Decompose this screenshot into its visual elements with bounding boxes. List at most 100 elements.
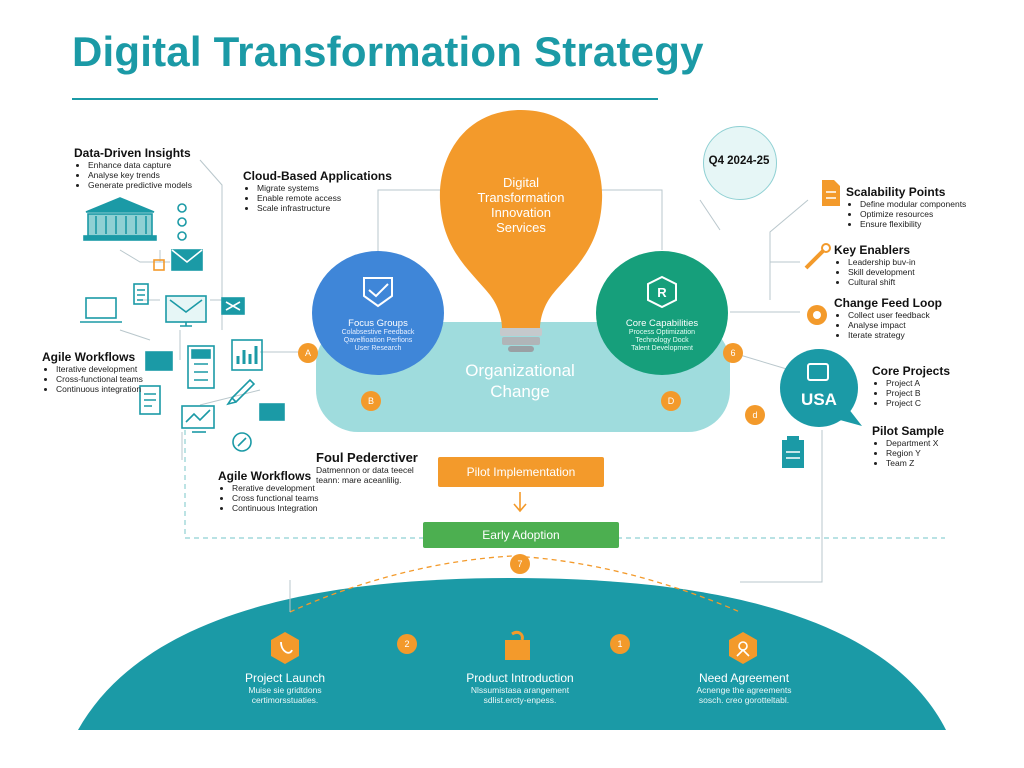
right-connectors	[377, 189, 823, 583]
tools-icon	[804, 243, 831, 270]
file-icon	[822, 180, 840, 206]
gear-tools-icon	[232, 432, 252, 452]
page-title: Digital Transformation Strategy	[72, 28, 704, 75]
core-cap-line-1: Process Optimization	[628, 329, 696, 336]
org-change-line-1: Organizational	[465, 361, 575, 380]
need-title: Need Agreement	[698, 671, 790, 685]
scalability-title: Scalability Points	[846, 185, 946, 199]
core-projects-item: Project C	[886, 398, 950, 408]
foul-title: Foul Pederctiver	[316, 450, 418, 465]
data-driven-block: Data-Driven Insights Enhance data captur…	[74, 146, 192, 190]
launch-line-1: Muise sie gridtdons	[248, 685, 322, 695]
agile-item-2: Cross functional teams	[232, 493, 318, 503]
badge-a: A	[298, 343, 318, 363]
need-agreement-block: Need Agreement Acnenge the agreements so…	[668, 671, 820, 705]
screen-x-icon	[221, 297, 245, 315]
enablers-title: Key Enablers	[834, 243, 911, 257]
bar-chart-icon	[231, 339, 263, 371]
key-enablers-block: Key Enablers Leadership buv-in Skill dev…	[834, 243, 916, 287]
monitor-mail-icon	[165, 295, 207, 327]
badge-seven: 7	[510, 554, 530, 574]
focus-line-3: User Research	[354, 345, 402, 352]
launch-line-2: certimorsstuaties.	[251, 695, 319, 705]
laptop-icon	[80, 297, 122, 323]
small-box-icon	[153, 259, 165, 271]
pilot-sample-item: Team Z	[886, 458, 944, 468]
badge-b: B	[361, 391, 381, 411]
org-change-label: Organizational Change	[440, 360, 600, 402]
scalability-item: Ensure flexibility	[860, 219, 966, 229]
bulb-line-1: Digital	[502, 175, 540, 190]
feedback-item: Iterate strategy	[848, 330, 942, 340]
cloud-block: Cloud-Based Applications Migrate systems…	[243, 169, 392, 213]
focus-groups-circle	[312, 251, 444, 375]
agile-item: Cross-functional teams	[56, 374, 143, 384]
q4-circle	[703, 126, 777, 200]
bottom-dashed-arc	[289, 555, 741, 613]
launch-title: Project Launch	[244, 671, 326, 685]
agreement-hex-icon	[729, 632, 757, 664]
need-line-1: Acnenge the agreements	[696, 685, 792, 695]
bulb-base-tip	[508, 346, 534, 352]
badge-d-lower: d	[745, 405, 765, 425]
cloud-title: Cloud-Based Applications	[243, 169, 392, 183]
dot-icon-1	[177, 203, 187, 213]
org-change-line-2: Change	[490, 382, 550, 401]
agile-item-2: Rerative development	[232, 483, 318, 493]
early-adoption-bar: Early Adoption	[423, 522, 619, 548]
open-mail-icon	[259, 403, 285, 421]
data-driven-title: Data-Driven Insights	[74, 146, 191, 160]
report-document-icon	[139, 385, 161, 415]
agile-item-2: Continuous Integration	[232, 503, 318, 513]
product-icon	[505, 630, 530, 660]
cloud-item: Scale infrastructure	[257, 203, 392, 213]
feedback-item: Collect user feedback	[848, 310, 942, 320]
lightbulb-shape	[439, 110, 603, 328]
calculator-icon	[187, 345, 215, 389]
flag-icon	[807, 363, 829, 381]
bulb-line-3: Innovation	[491, 205, 551, 220]
product-line-1: Nlssumistasa arangement	[470, 685, 570, 695]
title-underline	[72, 98, 658, 100]
pilot-sample-title: Pilot Sample	[872, 424, 945, 438]
monitor-chart-icon	[181, 405, 215, 433]
core-cap-line-3: Talent Development	[631, 345, 693, 352]
clipboard-icon	[782, 436, 804, 468]
core-cap-line-2: Technology Dock	[635, 337, 689, 344]
cloud-item: Enable remote access	[257, 193, 392, 203]
mail-icon-2	[145, 351, 173, 371]
core-projects-title: Core Projects	[872, 364, 951, 378]
focus-line-1: Colabsestive Feedback	[341, 329, 415, 336]
pilot-implementation-bar: Pilot Implementation	[438, 457, 604, 487]
core-cap-title: Core Capabilities	[625, 318, 699, 329]
data-driven-item: Generate predictive models	[88, 180, 192, 190]
bulb-base-ring-2	[502, 337, 540, 345]
badge-two: 2	[397, 634, 417, 654]
focus-groups-label: Focus Groups Colabsestive Feedback Qavel…	[322, 318, 434, 353]
agile-workflows-block: Agile Workflows Iterative development Cr…	[42, 350, 143, 394]
pilot-sample-item: Region Y	[886, 448, 944, 458]
product-title: Product Introduction	[466, 671, 574, 685]
pilot-sample-block: Pilot Sample Department X Region Y Team …	[872, 424, 944, 468]
data-driven-item: Analyse key trends	[88, 170, 192, 180]
rocket-icon	[226, 378, 256, 406]
enablers-item: Skill development	[848, 267, 916, 277]
focus-title: Focus Groups	[348, 318, 408, 329]
cloud-item: Migrate systems	[257, 183, 392, 193]
product-intro-block: Product Introduction Nlssumistasa arange…	[440, 671, 600, 705]
bank-building-icon	[83, 197, 157, 241]
core-projects-item: Project A	[886, 378, 950, 388]
badge-six: 6	[723, 343, 743, 363]
left-icon-cluster	[80, 197, 285, 452]
launch-hex-icon	[271, 632, 299, 664]
need-line-2: sosch. creo gorotteltabl.	[698, 695, 790, 705]
enablers-item: Leadership buv-in	[848, 257, 916, 267]
core-capabilities-label: Core Capabilities Process Optimization T…	[606, 318, 718, 353]
registered-badge-icon	[647, 275, 677, 309]
core-projects-block: Core Projects Project A Project B Projec…	[872, 364, 950, 408]
data-driven-item: Enhance data capture	[88, 160, 192, 170]
pilot-sample-item: Department X	[886, 438, 944, 448]
scalability-item: Optimize resources	[860, 209, 966, 219]
feedback-item: Analyse impact	[848, 320, 942, 330]
agile-workflows-block-2: Agile Workflows Rerative development Cro…	[218, 469, 318, 513]
